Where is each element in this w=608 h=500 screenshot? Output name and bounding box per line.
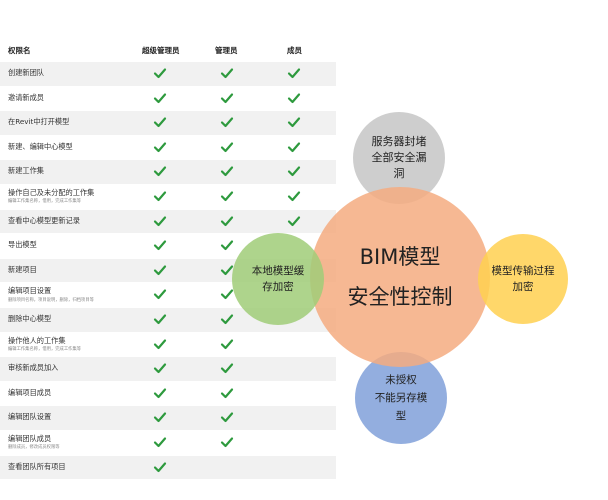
table-row: 新建、编辑中心模型 [0, 135, 336, 161]
check-icon [220, 117, 234, 128]
check-icon [287, 117, 301, 128]
table-row: 查看团队所有项目 [0, 455, 336, 481]
check-icon [220, 240, 234, 251]
circle-left-line: 存加密 [262, 281, 294, 293]
check-icon [220, 412, 234, 423]
permission-description: 删除项目名称，项目说明，删除，归档项目等 [8, 297, 94, 303]
table-row: 创建新团队 [0, 62, 336, 87]
permission-name: 操作自己及未分配的工作集 [8, 187, 95, 197]
check-icon [220, 142, 234, 152]
permission-name: 创建新团队 [8, 68, 44, 77]
circle-right-line: 加密 [512, 281, 534, 293]
circle-bottom-line: 不能另存模 [374, 392, 428, 404]
check-icon [220, 314, 234, 325]
permission-name: 新建项目 [8, 264, 37, 274]
permission-name: 导出模型 [8, 240, 37, 250]
circle-bottom-line: 型 [395, 410, 407, 422]
circle-center-line: 安全性控制 [347, 285, 453, 309]
check-icon [220, 191, 234, 202]
check-icon [220, 289, 234, 300]
header-member: 成员 [287, 46, 302, 55]
check-icon [153, 191, 167, 202]
circle-bim-security: BIM模型 安全性控制 [310, 187, 490, 367]
permission-name: 编辑项目设置 [8, 286, 52, 296]
circle-unauthorized: 未授权 不能另存模 型 [355, 352, 447, 444]
table-row: 邀请新成员 [0, 86, 336, 112]
check-icon [287, 68, 301, 79]
circle-local-cache: 本地模型缓 存加密 [232, 233, 324, 325]
permission-name: 编辑团队成员 [8, 433, 52, 443]
header-super-admin: 超级管理员 [142, 46, 180, 55]
check-icon [287, 166, 301, 177]
circle-bottom-line: 未授权 [385, 374, 417, 386]
table-row: 审核新成员加入 [0, 357, 336, 382]
check-icon [287, 215, 301, 226]
check-icon [220, 363, 234, 374]
circle-right-line: 模型传输过程 [491, 265, 555, 277]
permission-name: 新建、编辑中心模型 [8, 141, 73, 151]
check-icon [287, 92, 301, 103]
header-admin: 管理员 [215, 46, 238, 55]
check-icon [153, 412, 167, 423]
permission-name: 编辑项目成员 [8, 387, 52, 397]
check-icon [153, 289, 167, 300]
check-icon [153, 240, 167, 251]
permission-name: 编辑团队设置 [8, 412, 52, 422]
check-icon [153, 461, 167, 472]
table-row: 编辑团队设置 [0, 406, 336, 431]
check-icon [153, 363, 167, 374]
permission-description: 删除成员，修改成员权限等 [8, 445, 60, 451]
circle-transfer-encryption: 模型传输过程 加密 [478, 234, 568, 324]
table-row: 在Revit中打开模型 [0, 111, 336, 136]
permission-name: 在Revit中打开模型 [8, 117, 70, 127]
header-permission-name: 权限名 [8, 46, 31, 55]
circle-center-line: BIM模型 [359, 245, 441, 269]
permission-description: 编辑工作集名称，借用，完成工作集等 [8, 347, 82, 353]
table-row: 查看中心模型更新记录 [0, 209, 336, 235]
table-row: 操作他人的工作集编辑工作集名称，借用，完成工作集等 [0, 332, 336, 358]
check-icon [153, 437, 167, 448]
check-icon [153, 117, 167, 128]
check-icon [153, 92, 167, 103]
permission-name: 邀请新成员 [8, 92, 44, 102]
check-icon [153, 265, 167, 275]
check-icon [153, 142, 167, 152]
check-icon [220, 338, 234, 349]
check-icon [153, 338, 167, 349]
circle-top-line: 服务器封堵 [371, 135, 427, 148]
check-icon [220, 388, 234, 398]
check-icon [220, 166, 234, 177]
check-icon [220, 92, 234, 103]
check-icon [220, 437, 234, 448]
table-row: 操作自己及未分配的工作集编辑工作集名称，借用，完成工作集等 [0, 184, 336, 210]
check-icon [153, 166, 167, 177]
table-header: 权限名 超级管理员 管理员 成员 [0, 40, 336, 62]
check-icon [153, 68, 167, 79]
permission-name: 审核新成员加入 [8, 363, 59, 373]
permission-name: 新建工作集 [8, 166, 44, 176]
check-icon [153, 388, 167, 398]
check-icon [287, 142, 301, 152]
permission-name: 查看团队所有项目 [8, 461, 66, 471]
circle-top-line: 洞 [393, 167, 405, 180]
table-row: 编辑项目成员 [0, 381, 336, 407]
check-icon [287, 191, 301, 202]
permission-name: 操作他人的工作集 [8, 335, 66, 345]
check-icon [220, 68, 234, 79]
check-icon [153, 314, 167, 325]
check-icon [220, 265, 234, 275]
permission-name: 查看中心模型更新记录 [8, 215, 80, 225]
check-icon [220, 215, 234, 226]
circle-top-line: 全部安全漏 [371, 151, 427, 164]
permission-description: 编辑工作集名称，借用，完成工作集等 [8, 199, 82, 205]
circle-left-line: 本地模型缓 [251, 265, 305, 277]
permission-name: 删除中心模型 [8, 313, 52, 323]
table-row: 新建工作集 [0, 160, 336, 185]
table-row: 编辑团队成员删除成员，修改成员权限等 [0, 430, 336, 456]
check-icon [153, 215, 167, 226]
